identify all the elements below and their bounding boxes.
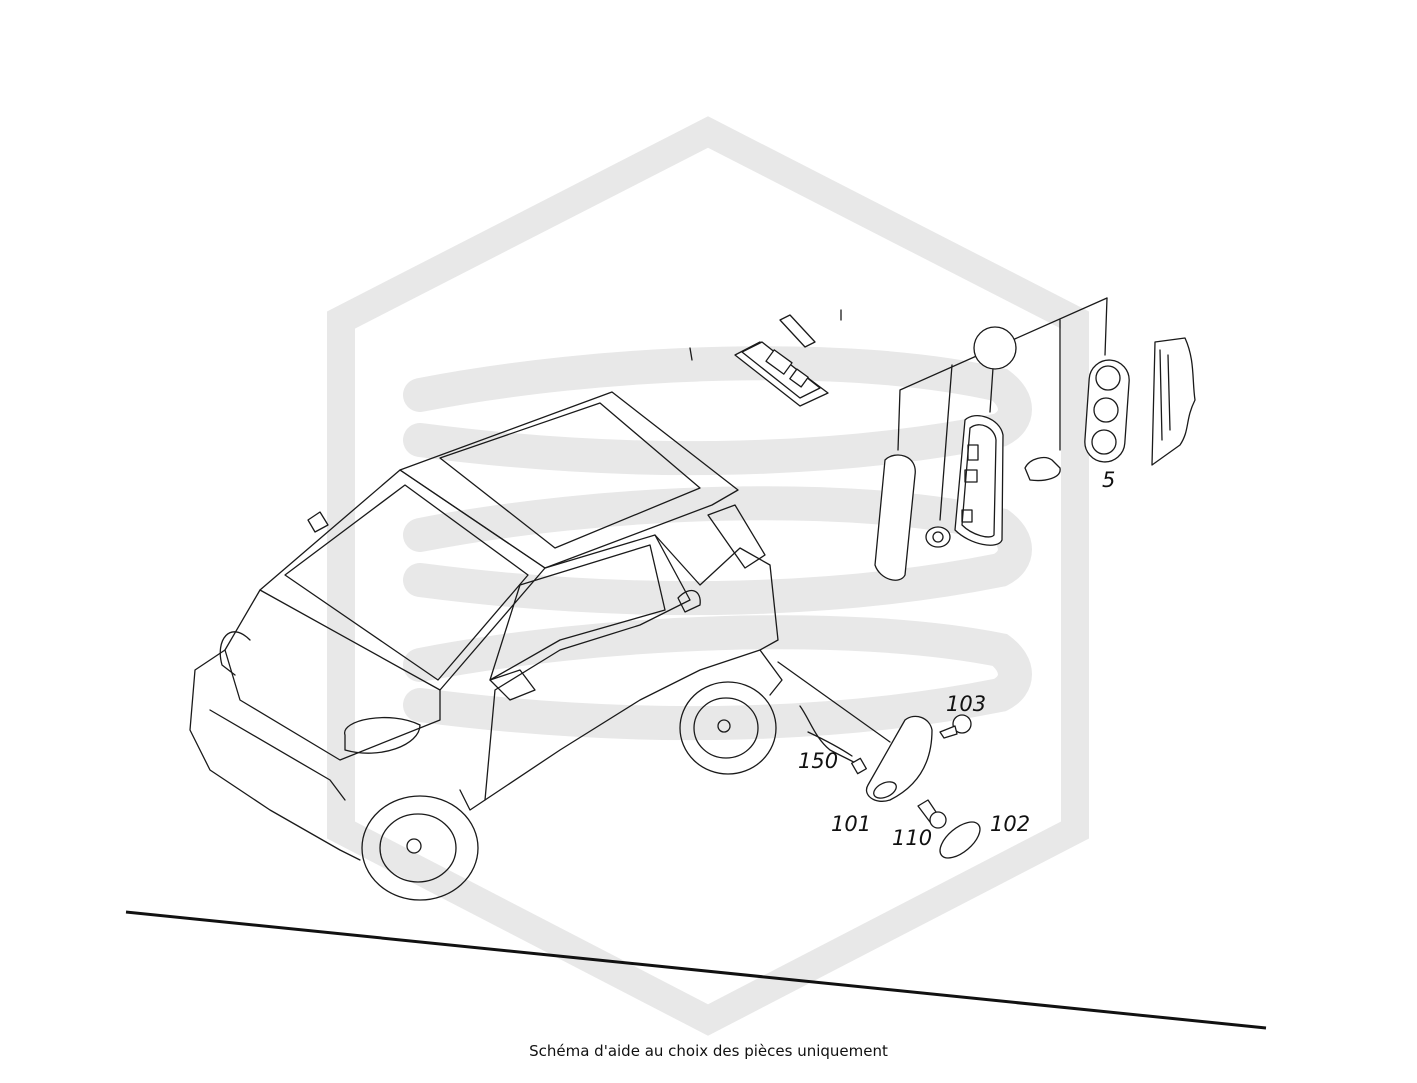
tail-lamp-assembly: [874, 297, 1196, 581]
ground-line: [125, 910, 1267, 1030]
watermark-logo: [327, 116, 1089, 1036]
callout-101: 101: [831, 812, 871, 836]
callout-102: 102: [990, 812, 1030, 836]
side-repeater-assembly: [777, 661, 981, 859]
callout-103: 103: [946, 692, 986, 716]
car-outline: [189, 391, 783, 901]
license-lamp-assembly: [689, 309, 842, 407]
callout-110: 110: [892, 826, 932, 850]
callout-5: 5: [1102, 468, 1115, 492]
disclaimer-caption: Schéma d'aide au choix des pièces unique…: [529, 1042, 888, 1060]
callout-150: 150: [798, 749, 838, 773]
